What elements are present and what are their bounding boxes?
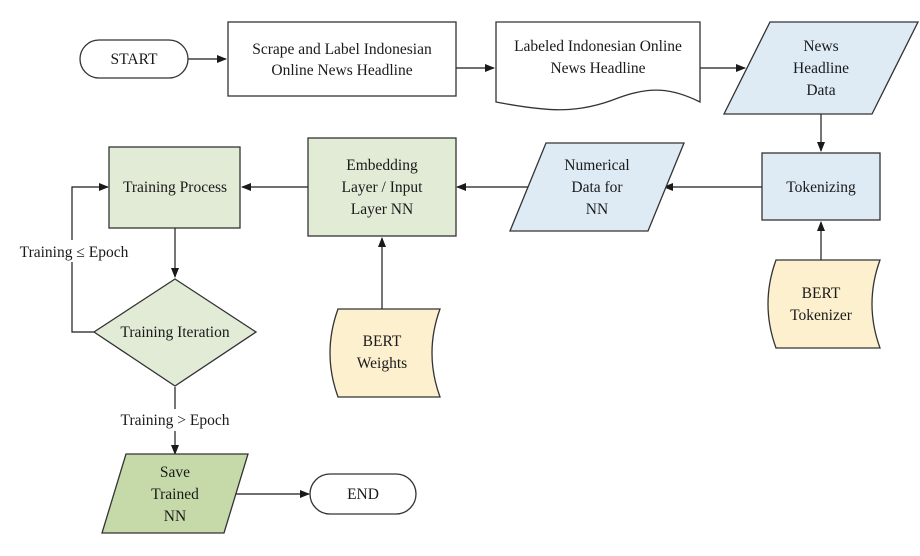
save-trained-nn-line-2: Trained (151, 486, 199, 503)
save-trained-nn-line-3: NN (164, 508, 186, 525)
bert-tokenizer-line-2: Tokenizer (790, 307, 853, 324)
numerical-data: Numerical Data for NN (509, 142, 685, 232)
end-terminator: END (309, 473, 417, 515)
numerical-data-shape (509, 142, 685, 232)
embedding-layer-line-3: Layer NN (351, 201, 413, 218)
embedding-layer-line-2: Layer / Input (342, 179, 424, 196)
news-headline-data: News Headline Data (722, 21, 920, 115)
bert-weights-line-1: BERT (363, 333, 402, 350)
tokenizing-process: Tokenizing (761, 152, 881, 221)
news-headline-data-line-3: Data (806, 82, 835, 99)
numerical-data-line-2: Data for (571, 179, 623, 196)
news-headline-data-line-2: Headline (793, 60, 849, 77)
embedding-layer-process: Embedding Layer / Input Layer NN (307, 137, 457, 237)
bert-tokenizer-storage: BERT Tokenizer (767, 259, 881, 349)
edge-label-training-le-epoch: Training ≤ Epoch (20, 244, 129, 261)
end-shape (309, 473, 417, 515)
training-iteration-label: Training Iteration (120, 324, 229, 341)
training-process-shape (108, 146, 241, 229)
loop-label-bg (6, 240, 140, 262)
end-label: END (347, 486, 379, 503)
labeled-document-line-2: News Headline (550, 60, 645, 77)
news-headline-data-line-1: News (803, 38, 838, 55)
save-trained-nn-line-1: Save (160, 464, 190, 481)
bert-weights-shape (329, 308, 441, 398)
labeled-document-line-1: Labeled Indonesian Online (514, 38, 682, 55)
numerical-data-line-3: NN (586, 201, 608, 218)
bert-weights-line-2: Weights (357, 355, 407, 372)
exit-label-bg (110, 409, 240, 431)
training-iteration-shape (92, 278, 258, 387)
labeled-document-shape (495, 21, 701, 111)
bert-weights-storage: BERT Weights (329, 308, 441, 398)
labeled-document: Labeled Indonesian Online News Headline (495, 21, 701, 111)
bert-tokenizer-shape (767, 259, 881, 349)
start-shape (79, 39, 189, 79)
scrape-shape (227, 21, 457, 97)
numerical-data-line-1: Numerical (564, 157, 629, 174)
scrape-label-line-2: Online News Headline (271, 62, 412, 79)
scrape-label-line-1: Scrape and Label Indonesian (252, 41, 432, 58)
save-trained-nn: Save Trained NN (101, 453, 249, 534)
edge-label-training-gt-epoch: Training > Epoch (121, 412, 230, 429)
tokenizing-label: Tokenizing (786, 179, 856, 196)
scrape-process: Scrape and Label Indonesian Online News … (227, 21, 457, 97)
start-label: START (111, 51, 158, 68)
embedding-layer-line-1: Embedding (346, 157, 418, 174)
save-trained-nn-shape (101, 453, 249, 534)
embedding-layer-shape (307, 137, 457, 237)
training-process: Training Process (108, 146, 241, 229)
edges (71, 55, 825, 498)
news-headline-data-shape (722, 21, 920, 115)
tokenizing-shape (761, 152, 881, 221)
training-process-label: Training Process (123, 179, 227, 196)
bert-tokenizer-line-1: BERT (802, 285, 841, 302)
start-terminator: START (79, 39, 189, 79)
training-iteration-decision: Training Iteration (92, 278, 258, 387)
